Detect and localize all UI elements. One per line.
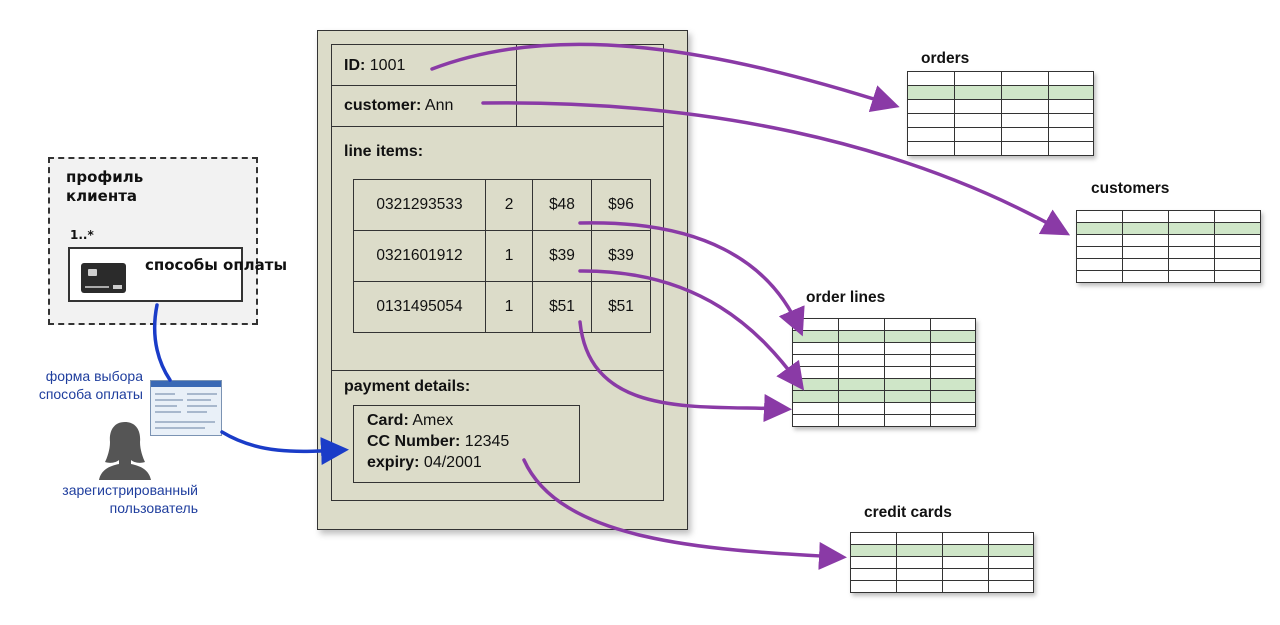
payment-form-thumbnail <box>150 380 222 436</box>
item-qty: 1 <box>485 281 533 333</box>
registered-user-label: зарегистрированный пользователь <box>62 482 198 516</box>
item-total: $51 <box>591 281 651 333</box>
user-silhouette-icon <box>99 422 151 480</box>
item-price: $51 <box>532 281 592 333</box>
order-id-field: ID: 1001 <box>344 57 405 75</box>
profile-title: профиль клиента <box>66 168 144 205</box>
customer-field: customer: Ann <box>344 97 453 115</box>
credit-cards-table-title: credit cards <box>864 504 952 521</box>
customers-table-title: customers <box>1091 180 1170 197</box>
order-lines-table <box>792 318 976 427</box>
card-chip-icon <box>88 269 97 276</box>
payment-form-label: форма выбора способа оплаты <box>38 368 143 402</box>
item-code: 0131495054 <box>353 281 486 333</box>
card-field: Card: Amex <box>367 412 454 429</box>
order-lines-table-title: order lines <box>806 289 886 306</box>
table-row: 0321293533 2 $48 $96 <box>353 179 651 231</box>
thumbnail-titlebar <box>151 381 221 387</box>
credit-cards-table <box>850 532 1034 593</box>
item-total: $96 <box>591 179 651 231</box>
item-qty: 2 <box>485 179 533 231</box>
orders-table-title: orders <box>921 50 970 67</box>
table-row: 0321601912 1 $39 $39 <box>353 230 651 282</box>
item-total: $39 <box>591 230 651 282</box>
order-id-label: ID: <box>344 57 366 74</box>
payment-details-label: payment details: <box>344 378 471 395</box>
order-id-value: 1001 <box>369 57 406 74</box>
item-price: $48 <box>532 179 592 231</box>
item-qty: 1 <box>485 230 533 282</box>
payment-methods-label: способы оплаты <box>145 256 288 274</box>
item-code: 0321293533 <box>353 179 486 231</box>
item-price: $39 <box>532 230 592 282</box>
customer-label: customer: <box>344 97 422 114</box>
customers-table <box>1076 210 1261 283</box>
cc-number-field: CC Number: 12345 <box>367 433 510 450</box>
expiry-field: expiry: 04/2001 <box>367 454 482 471</box>
payment-details-box <box>353 405 580 483</box>
line-items-label: line items: <box>344 143 424 160</box>
customer-value: Ann <box>424 97 454 114</box>
line-items-table: 0321293533 2 $48 $96 0321601912 1 $39 $3… <box>353 179 651 333</box>
item-code: 0321601912 <box>353 230 486 282</box>
orders-table <box>907 71 1094 156</box>
credit-card-icon <box>81 263 126 293</box>
multiplicity-label: 1..* <box>70 228 94 242</box>
table-row: 0131495054 1 $51 $51 <box>353 281 651 333</box>
